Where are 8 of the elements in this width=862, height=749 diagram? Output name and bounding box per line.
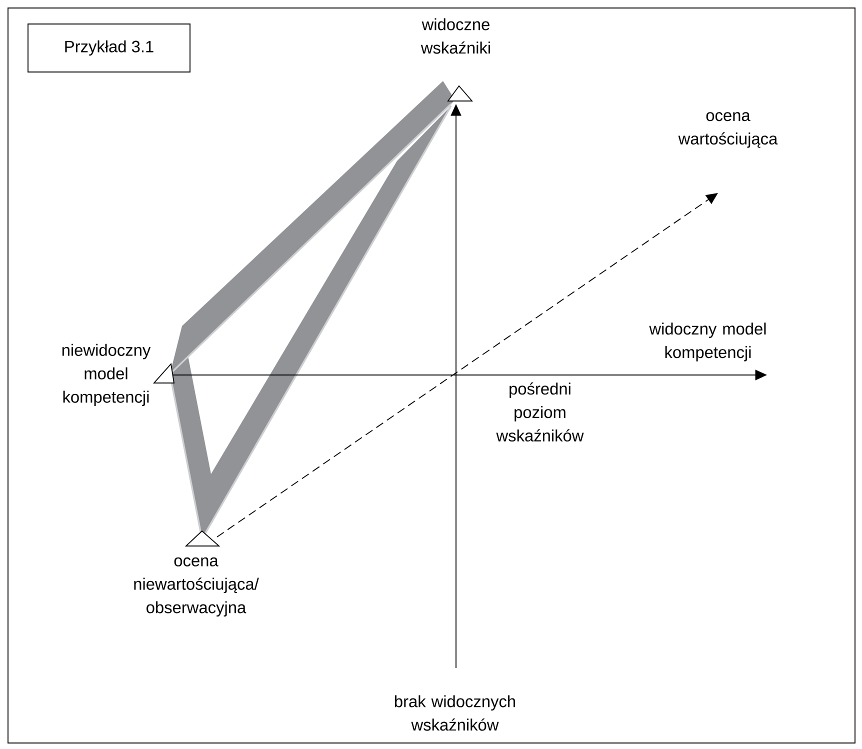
axis-label: niewidoczny model kompetencji — [62, 344, 151, 406]
axis-label: ocena niewartościująca/ obserwacyjna — [134, 557, 259, 617]
axis-label: pośredni poziom wskaźników — [496, 382, 584, 442]
axis-label: widoczny model kompetencji — [649, 322, 766, 362]
axis-label: brak widocznych wskaźników — [395, 695, 515, 731]
title-box: Przykład 3.1 — [28, 24, 190, 72]
axis-label: ocena wartościująca — [678, 112, 778, 148]
axis-label: widoczne wskaźniki — [420, 18, 490, 54]
